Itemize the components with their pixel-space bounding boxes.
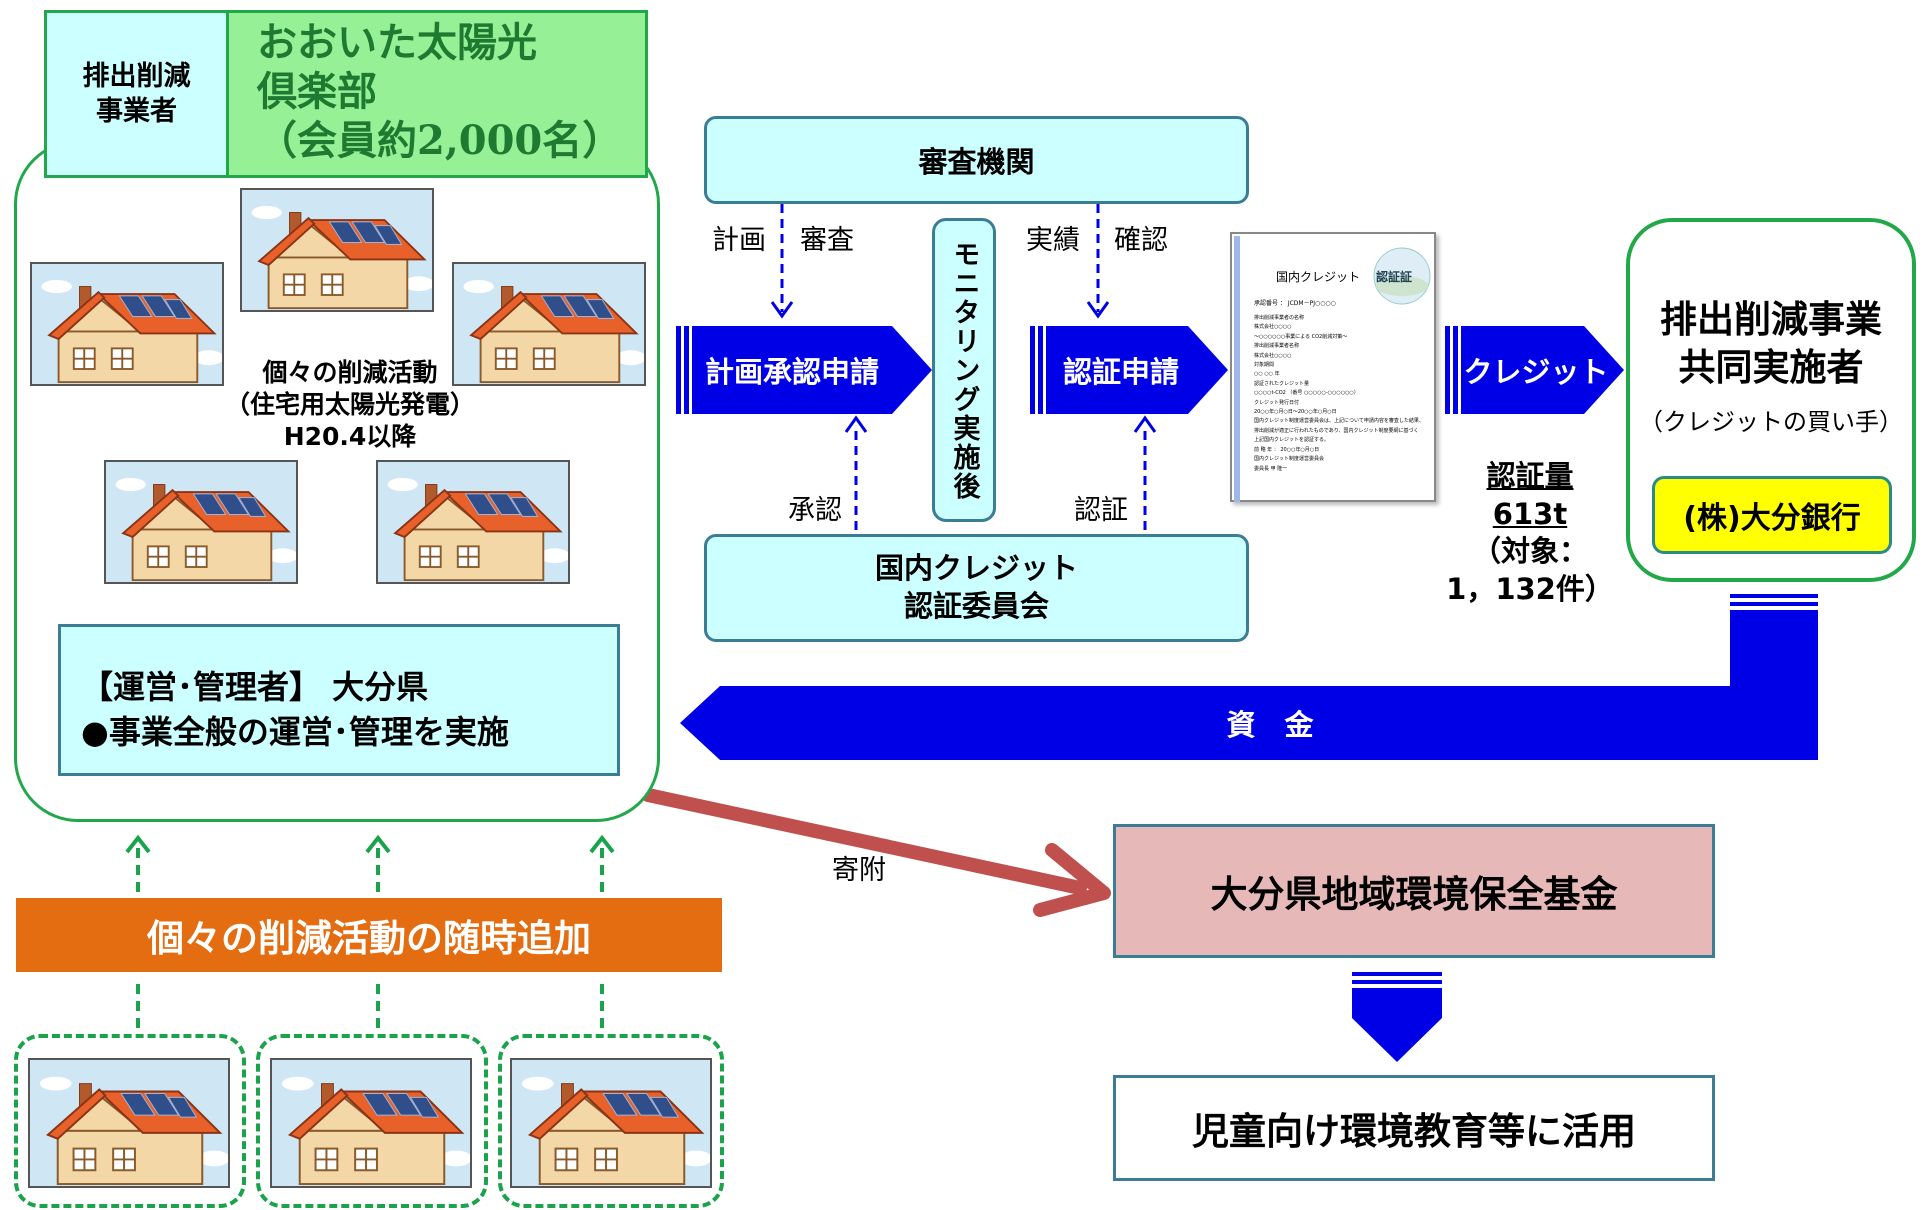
administrator-box: 【運営･管理者】 大分県 ●事業全般の運営･管理を実施: [58, 624, 620, 776]
activity-line1: 個々の削減活動: [262, 358, 438, 387]
cert-line: クレジット発行日付: [1254, 399, 1300, 406]
new-member-group: [14, 1034, 246, 1208]
house-solar-icon: [104, 460, 298, 584]
label-confirm: 確認: [1114, 225, 1168, 256]
house-solar-icon: [510, 1058, 712, 1188]
cert-line: 排出削減事業者の名称: [1254, 315, 1305, 321]
committee-line1: 国内クレジット: [874, 551, 1078, 586]
house-solar-icon: [452, 262, 646, 386]
cert-amount-label: 認証量: [1486, 459, 1574, 493]
donation-label: 寄附: [832, 855, 886, 886]
cert-line: 排出削減事業者名称: [1254, 343, 1300, 350]
cert-line: 認証されたクレジット量: [1254, 380, 1310, 387]
cert-line: 20○○年○月○日～20○○年○月○日: [1254, 409, 1337, 416]
house-solar-icon: [240, 188, 434, 312]
club-name-label: おおいた太陽光 倶楽部 （会員約2,000名）: [226, 10, 648, 178]
plan-apply-label: 計画承認申請: [704, 355, 879, 389]
house-solar-icon: [270, 1058, 472, 1188]
cert-line: 株式会社○○○○: [1254, 352, 1292, 359]
cert-number: 承認番号 ： JCDM－PJ○○○○: [1254, 300, 1336, 307]
club-name-line3: （会員約2,000名）: [257, 116, 623, 164]
activity-description: 個々の削減活動 （住宅用太陽光発電） H20.4以降: [160, 350, 540, 460]
cert-line: 排出削減が適正に行われたものであり、国内クレジット制度要綱に基づく: [1254, 427, 1419, 434]
cert-line: 対象期間: [1254, 362, 1275, 369]
activity-line2: （住宅用太陽光発電）: [224, 390, 475, 419]
buyer-subtitle: （クレジットの買い手）: [1639, 408, 1903, 436]
cert-line: 国内クレジット制度運営委員会は、上記について申請内容を審査した結果、: [1254, 418, 1424, 425]
plan-apply-arrow: [676, 326, 932, 414]
funds-arrow: [680, 594, 1818, 760]
role-label-line2: 事業者: [96, 96, 177, 127]
admin-line1: 【運営･管理者】 大分県: [81, 668, 429, 706]
club-name-line2: 倶楽部: [257, 67, 377, 115]
reviewer-box: 審査機関: [704, 116, 1249, 204]
cert-apply-arrow: [1030, 326, 1228, 414]
cert-line: 株式会社○○○○: [1254, 324, 1292, 331]
cert-target-line2: 1，132件）: [1446, 572, 1614, 607]
fund-to-education-arrow: [1352, 972, 1442, 1062]
cert-line: 上記国内クレジットを認証する。: [1254, 437, 1330, 444]
add-activity-bar: 個々の削減活動の随時追加: [16, 898, 722, 972]
cert-line: 国内クレジット制度運営委員会: [1254, 456, 1325, 463]
certification-committee-box: 国内クレジット 認証委員会: [704, 534, 1249, 642]
buyer-title: 排出削減事業 共同実施者: [1626, 296, 1916, 392]
credit-certificate-document: 国内クレジット 認証証 承認番号 ： JCDM－PJ○○○○ 排出削減事業者の名…: [1230, 232, 1436, 502]
house-solar-icon: [30, 262, 224, 386]
committee-line2: 認証委員会: [903, 589, 1049, 623]
environment-fund-box: 大分県地域環境保全基金: [1113, 824, 1715, 958]
cert-apply-label: 認証申請: [1062, 355, 1179, 389]
house-solar-icon: [376, 460, 570, 584]
club-name-line1: おおいた太陽光: [257, 19, 537, 66]
activity-line3: H20.4以降: [283, 422, 417, 451]
cert-body: 排出削減事業者の名称株式会社○○○○ ～○○○○○○事業による CO2削減対策～ 排…: [1254, 314, 1430, 474]
credit-label: クレジット: [1463, 355, 1609, 389]
credit-arrow: [1445, 326, 1624, 414]
label-approval: 承認: [788, 495, 842, 526]
cert-seal: 認証証: [1376, 270, 1413, 284]
house-solar-icon: [28, 1058, 230, 1188]
cert-line: ○○ ○○ 年: [1254, 371, 1280, 378]
label-result: 実績: [1026, 225, 1080, 256]
education-use-box: 児童向け環境教育等に活用: [1113, 1075, 1715, 1181]
certificate-graphic: [1234, 236, 1431, 502]
cert-title: 国内クレジット: [1276, 270, 1361, 284]
monitoring-box: モニタリング実施後: [932, 218, 996, 522]
certified-amount: 認証量 613t （対象： 1，132件）: [1430, 458, 1630, 609]
buyer-title-line1: 排出削減事業: [1660, 298, 1882, 341]
label-review: 審査: [800, 225, 854, 256]
cert-line: ～○○○○○○事業による CO2削減対策～: [1254, 333, 1348, 340]
cert-line: 委員長 甲 隆一: [1254, 465, 1288, 472]
buyer-title-line2: 共同実施者: [1678, 346, 1864, 390]
admin-line2: ●事業全般の運営･管理を実施: [81, 713, 509, 752]
emitter-role-label: 排出削減 事業者: [44, 10, 226, 178]
label-plan: 計画: [712, 225, 766, 256]
cert-target-line1: （対象：: [1471, 534, 1588, 569]
new-member-group: [498, 1034, 724, 1208]
bank-badge: (株)大分銀行: [1652, 476, 1892, 554]
role-label-line1: 排出削減: [82, 60, 191, 92]
new-member-group: [256, 1034, 488, 1208]
cert-line: ○○○○t-CO2 （番号 ○○○○○-○○○○○○）: [1254, 390, 1359, 397]
cert-amount-value: 613t: [1492, 496, 1568, 531]
donation-arrow: [641, 788, 1111, 917]
label-certification: 認証: [1074, 495, 1128, 526]
funds-label: 資 金: [1226, 708, 1314, 742]
cert-line: 前 略 年 ： 20○○年○月○日: [1254, 446, 1320, 453]
